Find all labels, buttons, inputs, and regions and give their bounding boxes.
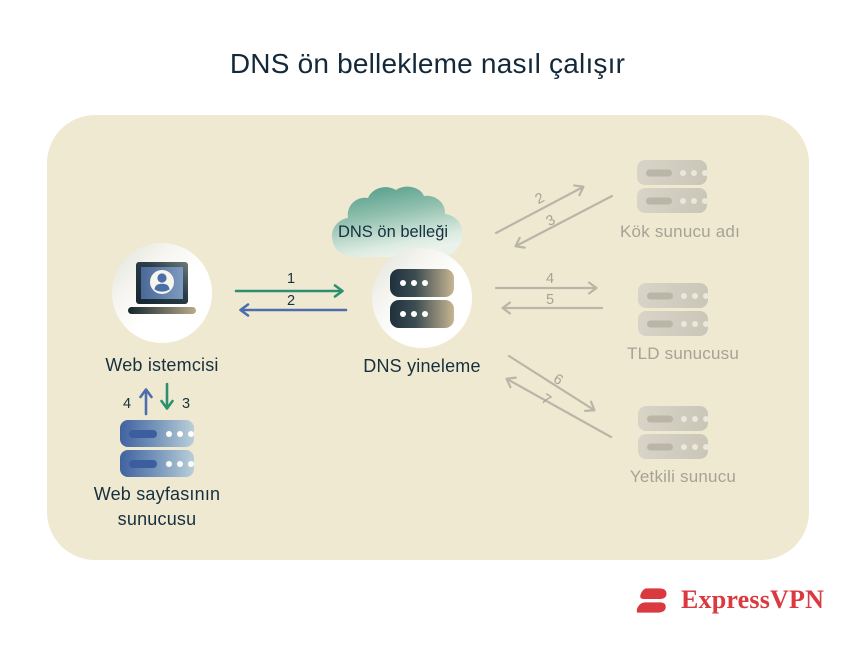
dns-recursive-circle bbox=[372, 248, 472, 348]
server-unit bbox=[637, 188, 708, 213]
web-page-server-label: Web sayfasının sunucusu bbox=[62, 482, 252, 532]
server-lights bbox=[681, 443, 709, 450]
authoritative-server-icon bbox=[638, 406, 709, 459]
arrow-label-1: 1 bbox=[287, 271, 295, 287]
web-client-label: Web istemcisi bbox=[105, 355, 219, 375]
server-unit bbox=[638, 406, 709, 431]
arrow-auth-to-recursive bbox=[505, 376, 613, 439]
server-lights bbox=[166, 430, 194, 437]
arrow-label-5-tld: 5 bbox=[546, 292, 554, 308]
dns-cache-label: DNS ön belleği bbox=[337, 223, 449, 241]
web-page-server-icon bbox=[120, 420, 194, 477]
root-server-label: Kök sunucu adı bbox=[620, 222, 740, 241]
server-slot bbox=[647, 320, 673, 327]
server-lights bbox=[680, 169, 708, 176]
arrow-label-2-root: 2 bbox=[533, 190, 548, 208]
server-slot bbox=[647, 292, 673, 299]
server-slot bbox=[646, 169, 672, 176]
arrow-recursive-to-root bbox=[494, 184, 585, 235]
server-lights bbox=[681, 415, 709, 422]
server-lights bbox=[681, 320, 709, 327]
arrow-label-4-tld: 4 bbox=[546, 271, 554, 287]
server-slot bbox=[647, 443, 673, 450]
server-unit bbox=[120, 450, 194, 477]
dns-cache-cloud-icon bbox=[332, 186, 463, 257]
server-slot bbox=[646, 197, 672, 204]
arrow-recursive-to-auth bbox=[507, 354, 596, 412]
authoritative-server-label: Yetkili sunucu bbox=[629, 467, 737, 486]
tld-server-label: TLD sunucusu bbox=[626, 344, 739, 363]
server-lights bbox=[166, 460, 194, 467]
server-unit bbox=[638, 434, 709, 459]
dns-recursive-label: DNS yineleme bbox=[363, 356, 481, 376]
server-lights bbox=[400, 280, 428, 286]
server-unit bbox=[638, 283, 709, 308]
arrow-label-7-auth: 7 bbox=[538, 391, 553, 409]
arrow-label-4-webserver: 4 bbox=[123, 396, 131, 412]
page-title: DNS ön bellekleme nasıl çalışır bbox=[229, 48, 626, 79]
dns-recursive-server-icon bbox=[390, 269, 454, 328]
brand-logo: ExpressVPN bbox=[633, 585, 824, 615]
server-lights bbox=[400, 311, 428, 317]
server-slot bbox=[129, 459, 157, 468]
arrow-root-to-recursive bbox=[514, 194, 614, 249]
arrow-label-2: 2 bbox=[287, 293, 295, 309]
laptop-icon bbox=[128, 262, 196, 314]
tld-server-icon bbox=[638, 283, 709, 336]
server-unit bbox=[638, 311, 709, 336]
web-page-server-label-line2: sunucusu bbox=[117, 509, 197, 529]
arrow-label-3-root: 3 bbox=[544, 212, 559, 230]
server-unit bbox=[390, 300, 454, 328]
expressvpn-icon bbox=[636, 587, 667, 613]
server-lights bbox=[680, 197, 708, 204]
server-slot bbox=[647, 415, 673, 422]
server-unit bbox=[390, 269, 454, 297]
server-unit bbox=[120, 420, 194, 447]
server-unit bbox=[637, 160, 708, 185]
brand-name: ExpressVPN bbox=[681, 585, 825, 614]
server-slot bbox=[129, 429, 157, 438]
web-page-server-label-line1: Web sayfasının bbox=[93, 484, 221, 504]
server-lights bbox=[681, 292, 709, 299]
arrow-label-3-webserver: 3 bbox=[182, 396, 190, 412]
arrow-label-6-auth: 6 bbox=[550, 371, 565, 389]
root-server-icon bbox=[637, 160, 708, 213]
